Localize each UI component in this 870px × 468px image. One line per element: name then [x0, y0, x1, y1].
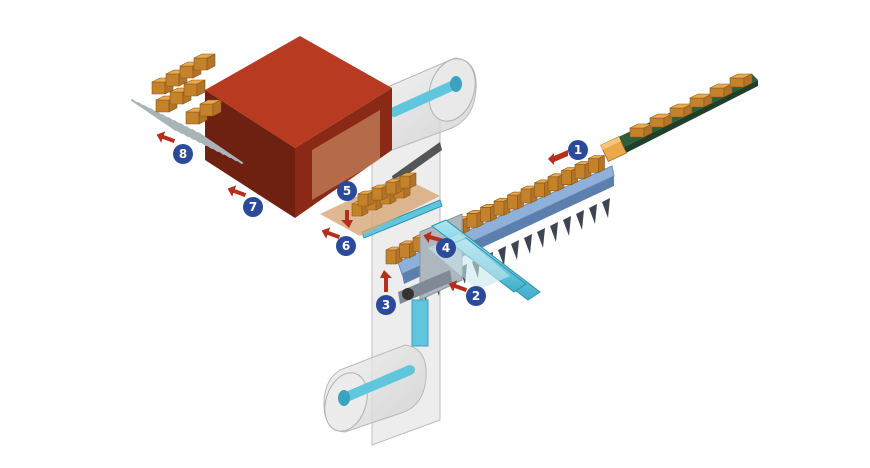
- infeed-box: [729, 73, 753, 88]
- step-marker-4: 4: [436, 238, 456, 258]
- comb-tooth: [602, 198, 610, 218]
- transfer-box: [600, 136, 627, 163]
- tunnel-pack-box: [371, 184, 389, 201]
- step-label-3: 3: [382, 298, 390, 312]
- step-markers: 1 2 3 4 5 6 7 8: [173, 140, 588, 315]
- outfeed-pack-box: [183, 79, 206, 97]
- arrow-6: [321, 227, 341, 239]
- tunnel-pack-box: [385, 178, 403, 195]
- upper-film-roll: [371, 57, 477, 151]
- arrow-7: [227, 185, 247, 197]
- lower-film-roll: [323, 344, 427, 433]
- comb-tooth: [563, 216, 571, 236]
- tunnel-pack-box: [399, 172, 417, 189]
- infeed-box: [689, 93, 713, 108]
- collating-box: [561, 167, 578, 186]
- comb-tooth: [498, 246, 506, 266]
- step-marker-1: 1: [568, 140, 588, 160]
- shrink-tunnel: [205, 36, 392, 218]
- infeed-box: [649, 113, 673, 128]
- step-label-2: 2: [472, 289, 480, 303]
- step-label-8: 8: [179, 147, 187, 161]
- outfeed-pack-box: [193, 53, 216, 71]
- tunnel-pack-boxes: [351, 172, 417, 217]
- arrow-8: [156, 131, 176, 143]
- collating-box: [574, 161, 592, 180]
- step-marker-5: 5: [337, 181, 357, 201]
- comb-tooth: [537, 228, 545, 248]
- outfeed-pack-box: [199, 99, 222, 117]
- step-label-7: 7: [249, 200, 257, 214]
- step-marker-2: 2: [466, 286, 486, 306]
- outfeed-rollers: [131, 99, 243, 164]
- collating-box: [588, 155, 605, 173]
- arrow-4: [423, 231, 443, 244]
- arrow-1: [548, 150, 568, 165]
- collating-box: [493, 197, 511, 216]
- comb-tooth: [589, 204, 597, 224]
- step-marker-6: 6: [336, 236, 356, 256]
- comb-tooth: [576, 210, 584, 230]
- collating-box: [534, 179, 551, 198]
- comb-tooth: [524, 234, 532, 254]
- outfeed-boxes: [151, 53, 222, 125]
- arrow-5: [341, 210, 353, 228]
- step-label-1: 1: [574, 143, 582, 157]
- step-marker-7: 7: [243, 197, 263, 217]
- arrow-3: [380, 270, 392, 292]
- infeed-box: [709, 83, 733, 98]
- infeed-boxes: [629, 73, 753, 138]
- flow-arrows: [156, 131, 568, 292]
- comb-tooth: [550, 222, 558, 242]
- comb-tooth: [511, 240, 519, 260]
- step-marker-3: 3: [376, 295, 396, 315]
- arrow-2: [448, 280, 468, 292]
- step-label-6: 6: [342, 239, 350, 253]
- tunnel-pack-box: [357, 190, 375, 207]
- step-label-5: 5: [343, 184, 351, 198]
- step-label-4: 4: [442, 241, 450, 255]
- step-marker-8: 8: [173, 144, 193, 164]
- roller: [197, 132, 243, 164]
